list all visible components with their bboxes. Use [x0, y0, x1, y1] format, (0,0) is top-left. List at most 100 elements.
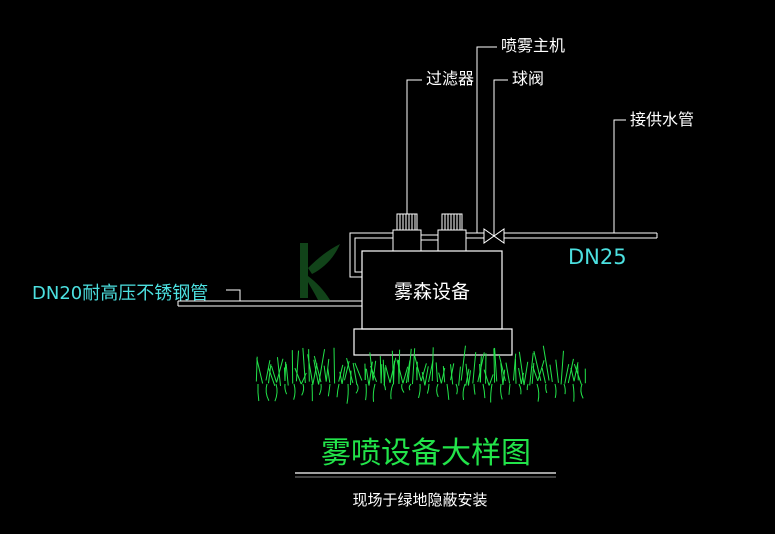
grass-root	[401, 383, 405, 393]
filter-label: 过滤器	[426, 69, 474, 88]
grass-blade	[308, 349, 310, 382]
grass-blade	[560, 350, 564, 385]
grass-blade	[323, 365, 327, 382]
grass-root	[383, 383, 386, 391]
grass-root	[482, 383, 486, 399]
grass-blade	[368, 361, 373, 386]
grass-blade	[396, 359, 404, 384]
grass-blade	[307, 354, 314, 385]
grass-blade	[467, 370, 471, 386]
grass-root	[257, 383, 260, 402]
grass-root	[572, 383, 575, 402]
grass-blade	[424, 366, 429, 386]
grass-blade	[518, 367, 522, 385]
leader-lines	[226, 46, 626, 301]
grass-blade	[414, 355, 422, 382]
grass-blade	[300, 372, 307, 385]
grass-blade	[267, 364, 272, 384]
dn20-label: DN20耐高压不锈钢管	[32, 283, 208, 304]
grass-root	[473, 383, 476, 395]
grass-blade	[344, 361, 350, 381]
grass-blade	[268, 367, 276, 386]
grass-blade	[479, 363, 481, 383]
grass-root	[372, 383, 376, 402]
grass-blade	[570, 367, 575, 382]
equipment-label: 雾森设备	[394, 281, 470, 303]
grass-blade	[577, 364, 579, 381]
grass-root	[518, 383, 522, 395]
grass-root	[390, 383, 394, 400]
grass-blade	[256, 358, 264, 384]
grass-root	[274, 383, 278, 402]
grass-root	[580, 383, 584, 399]
ball-valve-icon	[483, 222, 505, 244]
grass-blade	[472, 352, 477, 384]
grass-root	[327, 383, 331, 397]
grass-blade	[327, 368, 331, 383]
ball-valve-label: 球阀	[512, 69, 544, 88]
grass-blade	[532, 366, 539, 382]
grass-root	[554, 383, 557, 398]
grass-blade	[265, 360, 271, 381]
grass-blade	[338, 364, 344, 382]
grass-blade	[407, 348, 412, 383]
grass-blade	[567, 358, 574, 384]
grass-blade	[573, 362, 579, 382]
grass-blade	[458, 366, 461, 386]
grass-root	[563, 383, 566, 395]
grass-blade	[318, 349, 326, 385]
grass-root	[284, 383, 288, 395]
grass-blade	[483, 369, 490, 386]
grass-root	[490, 383, 493, 403]
grass-blade	[276, 358, 284, 383]
grass-blade	[380, 364, 383, 384]
grass-blade	[520, 372, 524, 385]
grass-blade	[549, 364, 553, 383]
grass-blade	[488, 374, 494, 386]
grass-blade	[295, 350, 300, 382]
grass-blade	[285, 363, 289, 386]
grass-blade	[493, 348, 496, 383]
grass-blade	[502, 369, 506, 385]
grass-blade	[352, 362, 358, 385]
grass-blade	[498, 354, 506, 382]
drawing-title: 雾喷设备大样图	[321, 436, 531, 471]
grass-blade	[313, 359, 320, 385]
grass-blade	[369, 352, 374, 381]
grass-blade	[270, 365, 278, 383]
grass-root	[346, 383, 349, 404]
grass-blade	[302, 347, 306, 384]
grass-blade	[531, 362, 535, 384]
mist-host-label: 喷雾主机	[501, 36, 565, 55]
grass-blade	[402, 366, 409, 384]
grass-blade	[421, 371, 426, 386]
grass-blade	[460, 345, 466, 381]
grass-icon	[255, 345, 586, 404]
grass-blade	[339, 371, 343, 385]
grass-blade	[283, 367, 286, 381]
grass-blade	[384, 365, 391, 383]
grass-blade	[294, 367, 302, 385]
grass-blade	[450, 364, 454, 385]
grass-blade	[420, 363, 427, 382]
grass-blade	[392, 360, 395, 385]
grass-root	[455, 383, 458, 395]
grass-blade	[276, 357, 282, 386]
grass-blade	[333, 347, 336, 384]
grass-blade	[341, 366, 346, 385]
dn25-label: DN25	[568, 245, 627, 269]
grass-blade	[365, 368, 370, 386]
grass-root	[536, 383, 540, 402]
grass-root	[526, 383, 529, 391]
grass-root	[426, 383, 430, 394]
grass-blade	[450, 363, 455, 381]
grass-blade	[370, 365, 378, 383]
grass-root	[265, 383, 270, 401]
grass-blade	[573, 363, 582, 385]
drawing-subtitle: 现场于绿地隐蔽安装	[352, 491, 487, 509]
grass-root	[545, 383, 548, 394]
water-supply-label: 接供水管	[630, 110, 694, 129]
grass-blade	[514, 358, 517, 384]
grass-blade	[349, 370, 352, 386]
